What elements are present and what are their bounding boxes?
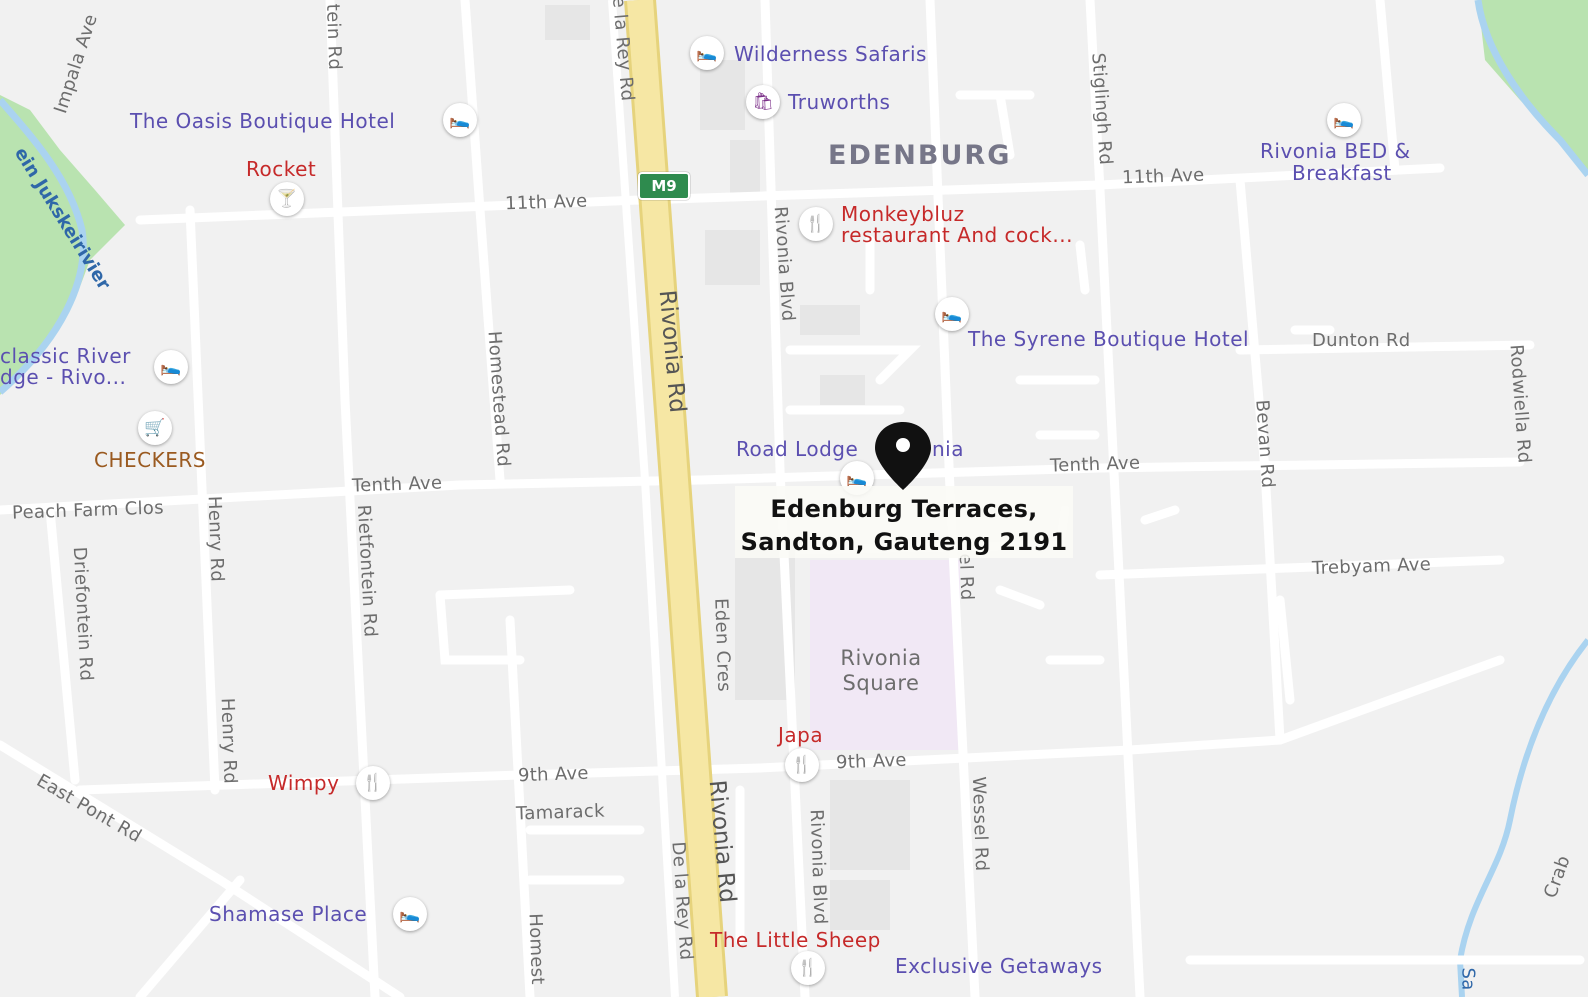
highway-shield-m9: M9 — [638, 172, 690, 200]
street-label-homest-bottom: Homest — [524, 912, 548, 986]
poi-label-japa[interactable]: Japa — [778, 723, 824, 747]
street-label-sa: Sa — [1457, 967, 1479, 991]
street-label-wessel-partial: el Rd — [954, 553, 978, 601]
shopping-cart-icon[interactable]: 🛒 — [138, 411, 172, 445]
poi-label-classic-1[interactable]: classic River — [0, 344, 131, 368]
hotel-icon[interactable]: 🛌 — [690, 36, 724, 70]
poi-label-shamase[interactable]: Shamase Place — [209, 902, 368, 926]
restaurant-icon[interactable]: 🍴 — [791, 951, 825, 985]
pin-label-background — [735, 486, 1073, 558]
poi-label-wimpy[interactable]: Wimpy — [268, 771, 340, 795]
street-label-trebyam: Trebyam Ave — [1311, 553, 1432, 580]
street-label-rivonia-blvd-bottom: Rivonia Blvd — [805, 808, 831, 926]
poi-label-truworths[interactable]: Truworths — [788, 90, 891, 114]
area-label-edenburg: EDENBURG — [828, 140, 1012, 171]
poi-label-monkeybluz-2[interactable]: restaurant And cock... — [841, 223, 1073, 247]
street-label-henry-bottom: Henry Rd — [216, 697, 241, 785]
poi-label-rivonia-bed-1[interactable]: Rivonia BED & — [1260, 139, 1411, 163]
landmark-line-2: Square — [842, 671, 920, 695]
poi-label-checkers[interactable]: CHECKERS — [94, 448, 206, 472]
poi-label-syrene[interactable]: The Syrene Boutique Hotel — [968, 327, 1250, 351]
poi-label-oasis[interactable]: The Oasis Boutique Hotel — [130, 109, 396, 133]
street-label-9th-left: 9th Ave — [517, 762, 590, 787]
poi-label-road-lodge-2[interactable]: nia — [932, 437, 964, 461]
poi-label-wilderness[interactable]: Wilderness Safaris — [734, 42, 927, 66]
cocktail-icon[interactable]: 🍸 — [270, 182, 304, 216]
street-label-11th-right: 11th Ave — [1121, 164, 1205, 189]
poi-label-exclusive[interactable]: Exclusive Getaways — [895, 954, 1103, 978]
poi-label-rivonia-bed-2[interactable]: Breakfast — [1292, 161, 1392, 185]
poi-label-classic-2[interactable]: dge - Rivo... — [0, 365, 127, 389]
restaurant-icon[interactable]: 🍴 — [799, 207, 833, 241]
pin-address-line1: Edenburg Terraces, — [770, 495, 1038, 523]
pin-address-line2: Sandton, Gauteng 2191 — [740, 528, 1068, 556]
river-right-top — [1474, 0, 1588, 178]
river-left — [0, 97, 87, 395]
delarey-road — [608, 0, 679, 997]
hotel-icon[interactable]: 🛌 — [393, 897, 427, 931]
street-label-tamarack: Tamarack — [515, 800, 606, 825]
location-pin-icon[interactable] — [871, 418, 935, 494]
hotel-icon[interactable]: 🛌 — [935, 297, 969, 331]
rivonia-rd-highway — [627, 0, 725, 997]
street-label-stein-top: tein Rd — [321, 3, 346, 71]
poi-label-monkeybluz-1[interactable]: Monkeybluz — [841, 202, 965, 226]
restaurant-icon[interactable]: 🍴 — [356, 766, 390, 800]
restaurant-icon[interactable]: 🍴 — [785, 748, 819, 782]
street-label-9th-right: 9th Ave — [835, 749, 908, 774]
street-label-bevan: Bevan Rd — [1251, 399, 1279, 489]
landmark-label-rivonia-square: Rivonia Square — [822, 646, 940, 696]
street-label-eden-cres: Eden Cres — [710, 597, 735, 693]
street-label-11th-left: 11th Ave — [504, 190, 588, 215]
hotel-icon[interactable]: 🛌 — [154, 350, 188, 384]
river-right-bottom — [1456, 638, 1588, 997]
pin-address-label[interactable]: Edenburg Terraces, Sandton, Gauteng 2191 — [735, 493, 1073, 559]
street-label-wessel: Wessel Rd — [967, 776, 993, 872]
poi-label-little-sheep[interactable]: The Little Sheep — [710, 928, 881, 952]
street-label-tenth-left: Tenth Ave — [351, 472, 443, 497]
hotel-icon[interactable]: 🛌 — [1327, 103, 1361, 137]
park-area-left — [0, 95, 125, 395]
park-area-right — [1478, 0, 1588, 175]
rivonia-square-block — [810, 560, 960, 750]
street-label-tenth-right: Tenth Ave — [1049, 452, 1141, 477]
street-label-henry-top: Henry Rd — [203, 495, 228, 583]
street-label-dunton: Dunton Rd — [1312, 330, 1411, 351]
hotel-icon[interactable]: 🛌 — [443, 103, 477, 137]
landmark-line-1: Rivonia — [840, 646, 922, 670]
poi-label-rocket[interactable]: Rocket — [246, 157, 317, 181]
poi-label-road-lodge-1[interactable]: Road Lodge — [736, 437, 859, 461]
shopping-bag-icon[interactable]: 🛍 — [746, 85, 780, 119]
street-label-peach-farm: Peach Farm Clos — [11, 497, 165, 524]
